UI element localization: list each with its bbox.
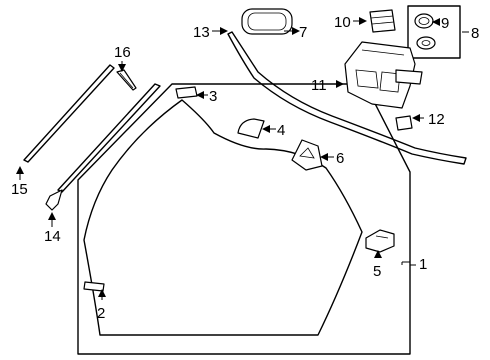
clip-part-12 [395,115,413,131]
windshield-glass [83,99,363,336]
leader-lines [16,17,469,300]
console-bracket [344,41,423,109]
cover-part-4 [237,118,265,139]
pin-part-16 [116,69,137,91]
callout-14: 14 [44,228,61,245]
callout-7: 7 [299,24,307,41]
callout-4: 4 [277,122,285,139]
pillar-trim-foot [45,189,63,211]
module-part-10 [369,9,396,33]
callout-5: 5 [373,263,381,280]
sensor-part-5 [365,229,395,253]
sensor-bracket [291,139,323,171]
callout-16: 16 [114,44,131,61]
callout-1: 1 [419,256,427,273]
callout-15: 15 [11,181,28,198]
roof-seal-strip [227,31,467,165]
molding-part-2 [83,281,105,292]
pillar-trim-outer [23,64,115,163]
callout-3: 3 [209,88,217,105]
callout-11: 11 [311,77,327,94]
callout-9: 9 [441,15,449,32]
seal-ring-box [407,5,461,59]
rear-view-mirror [241,8,293,35]
callout-12: 12 [428,111,445,128]
callout-13: 13 [193,24,210,41]
callout-2: 2 [97,305,105,322]
callout-8: 8 [471,25,479,42]
clip-part-3 [175,86,198,99]
callout-10: 10 [334,14,351,31]
callout-6: 6 [336,150,344,167]
